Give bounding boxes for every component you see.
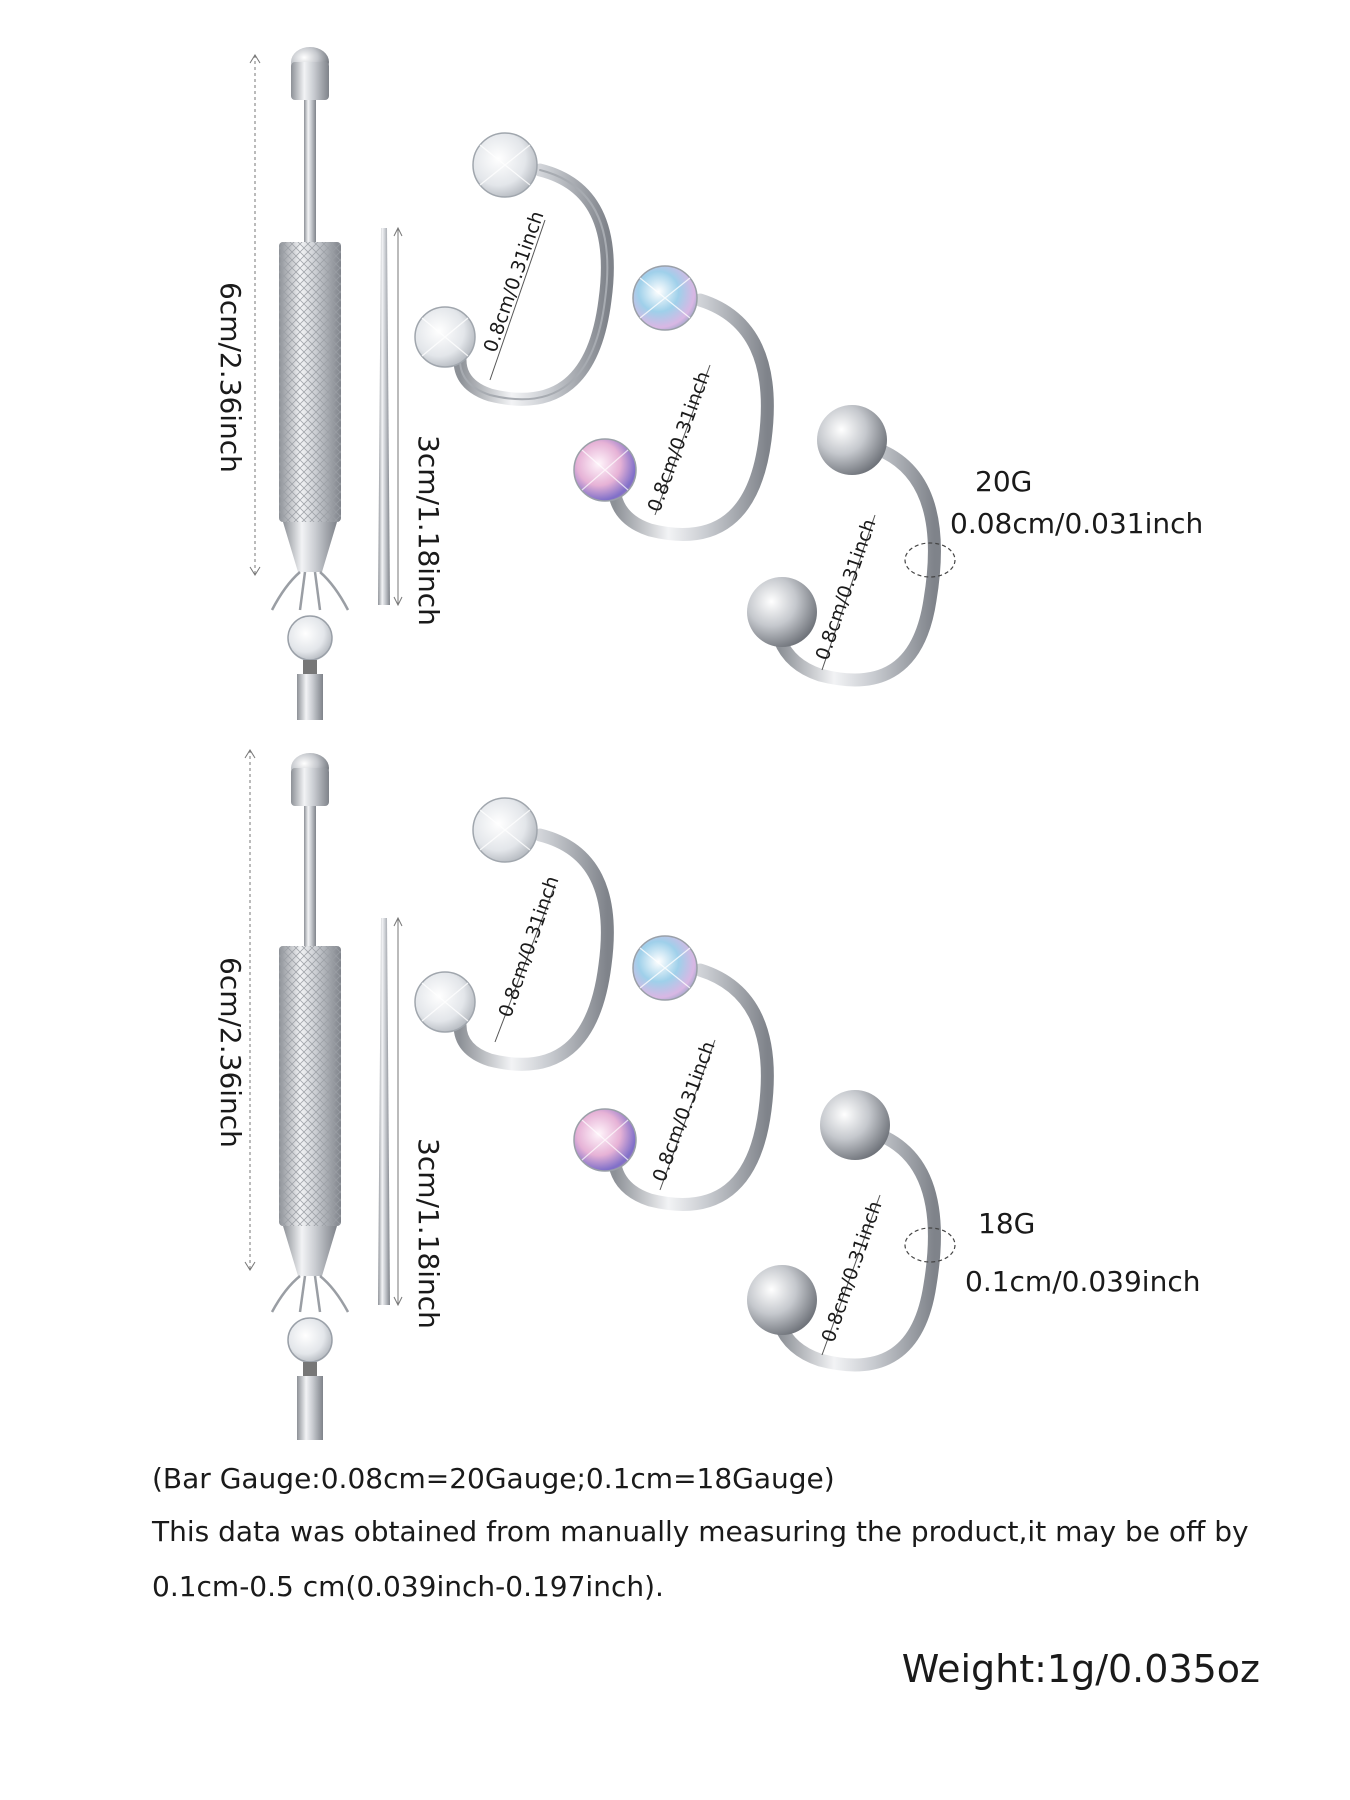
bar-gauge-note: (Bar Gauge:0.08cm=20Gauge;0.1cm=18Gauge): [152, 1462, 835, 1495]
bead-holder-tool: [270, 753, 350, 1440]
insertion-taper: [378, 226, 403, 607]
product-panel-18g: 6cm/2.36inch 3cm/1.18inch 0.8cm/0.31inch…: [0, 740, 1350, 1460]
product-illustration: [244, 749, 956, 1440]
horseshoe-ring-color: [573, 265, 774, 541]
disclaimer-line-1: This data was obtained from manually mea…: [152, 1515, 1249, 1548]
horseshoe-ring-balls: [747, 1090, 956, 1372]
insertion-taper: [378, 916, 403, 1307]
gauge-label: 18G: [978, 1207, 1036, 1240]
product-panel-20g: 6cm/2.36inch 3cm/1.18inch 0.8cm/0.31inch…: [0, 0, 1350, 720]
tool-length-label: 6cm/2.36inch: [214, 282, 247, 473]
tool-length-dimension: [249, 54, 261, 576]
taper-length-label: 3cm/1.18inch: [412, 1138, 445, 1329]
gauge-size-label: 0.1cm/0.039inch: [965, 1265, 1201, 1298]
horseshoe-ring-clear: [414, 132, 614, 406]
tool-length-label: 6cm/2.36inch: [214, 957, 247, 1148]
horseshoe-ring-color: [573, 935, 774, 1211]
horseshoe-ring-balls: [747, 405, 956, 687]
gauge-marker: [904, 1227, 956, 1263]
product-illustration: [249, 47, 956, 720]
gauge-marker: [904, 542, 956, 578]
horseshoe-ring-clear: [414, 797, 614, 1071]
gauge-label: 20G: [975, 465, 1033, 498]
bead-holder-tool: [270, 47, 350, 720]
disclaimer-line-2: 0.1cm-0.5 cm(0.039inch-0.197inch).: [152, 1570, 664, 1603]
taper-length-label: 3cm/1.18inch: [412, 435, 445, 626]
weight-label: Weight:1g/0.035oz: [901, 1647, 1260, 1691]
tool-length-dimension: [244, 749, 256, 1271]
gauge-size-label: 0.08cm/0.031inch: [950, 507, 1204, 540]
